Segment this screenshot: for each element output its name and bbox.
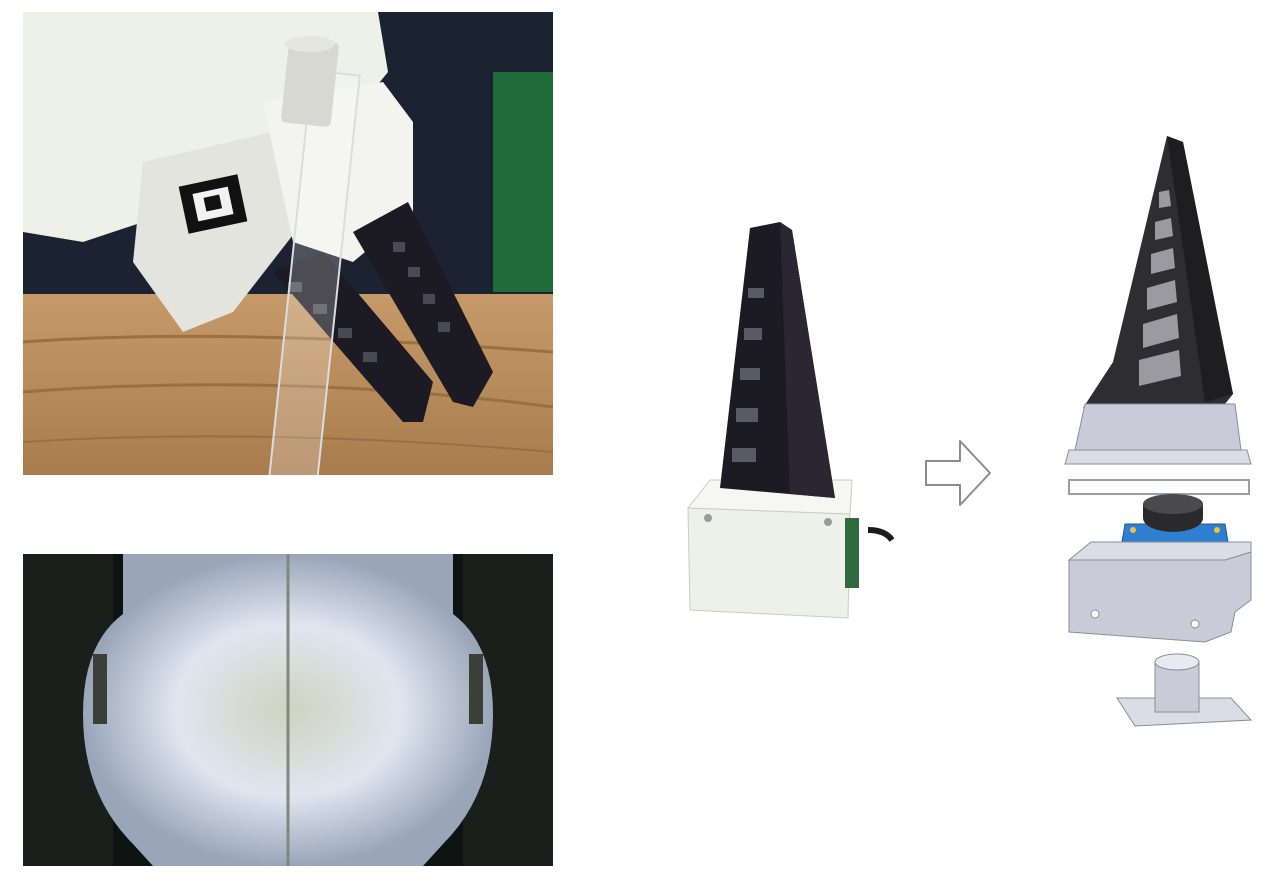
exploded-cad-icon [1064, 136, 1253, 727]
cad-exploded-view [1055, 132, 1265, 744]
right-arrow [922, 437, 994, 509]
gripper-photo-icon [23, 12, 553, 475]
camera-view-icon [23, 554, 553, 866]
camera-view-photo [23, 554, 553, 866]
sensor-photo-icon [687, 222, 895, 619]
gripper-photo [23, 12, 553, 475]
right-arrow-icon [925, 440, 991, 506]
sensor-photo [680, 218, 895, 628]
